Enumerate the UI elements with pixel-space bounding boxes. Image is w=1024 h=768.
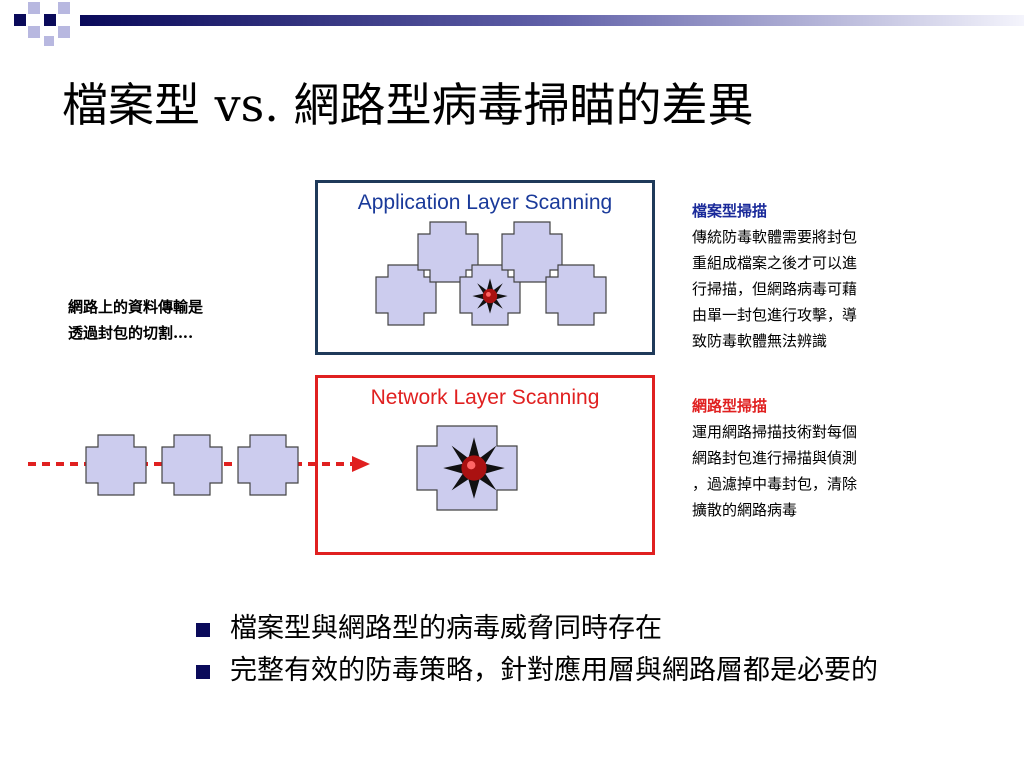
network-layer-label: Network Layer Scanning: [370, 386, 600, 409]
deco-square-navy-2: [44, 14, 56, 26]
bullet-square-icon: [196, 665, 210, 679]
bullet-item: 完整有效的防毒策略，針對應用層與網路層都是必要的: [196, 652, 996, 690]
file-scan-heading: 檔案型掃描: [692, 202, 768, 220]
bullet-text: 檔案型與網路型的病毒威脅同時存在: [230, 613, 662, 644]
bullet-text: 完整有效的防毒策略，針對應用層與網路層都是必要的: [230, 655, 878, 686]
network-scan-line3: ，過濾掉中毒封包，清除: [692, 475, 858, 493]
page-title: 檔案型 vs. 網路型病毒掃瞄的差異: [62, 78, 754, 132]
flow-packet-2: [161, 434, 223, 496]
packet-note-line1: 網路上的資料傳輸是: [68, 298, 204, 316]
packet-note: 網路上的資料傳輸是 透過封包的切割….: [68, 294, 203, 346]
network-scan-line1: 運用網路掃描技術對每個: [692, 423, 858, 441]
network-scan-description: 網路型掃描 運用網路掃描技術對每個 網路封包進行掃描與偵測 ，過濾掉中毒封包，清…: [692, 393, 952, 523]
bullet-list: 檔案型與網路型的病毒威脅同時存在 完整有效的防毒策略，針對應用層與網路層都是必要…: [196, 610, 996, 694]
deco-square-lavender-1: [28, 2, 40, 14]
file-scan-line2: 重組成檔案之後才可以進: [692, 254, 858, 272]
deco-square-lavender-5: [44, 36, 54, 46]
network-scan-line4: 擴散的網路病毒: [692, 501, 798, 519]
header-gradient-bar: [80, 15, 1024, 26]
file-scan-description: 檔案型掃描 傳統防毒軟體需要將封包 重組成檔案之後才可以進 行掃描，但網路病毒可…: [692, 198, 952, 354]
flow-packet-3: [237, 434, 299, 496]
network-scan-heading: 網路型掃描: [692, 397, 768, 415]
bullet-square-icon: [196, 623, 210, 637]
file-scan-line1: 傳統防毒軟體需要將封包: [692, 228, 858, 246]
network-scan-line2: 網路封包進行掃描與偵測: [692, 449, 858, 467]
deco-square-navy-1: [14, 14, 26, 26]
flow-packet-1: [85, 434, 147, 496]
deco-square-lavender-4: [58, 26, 70, 38]
file-scan-line3: 行掃描，但網路病毒可藉: [692, 280, 858, 298]
deco-square-lavender-2: [28, 26, 40, 38]
decorative-header: [14, 2, 1024, 46]
file-scan-line5: 致防毒軟體無法辨識: [692, 332, 828, 350]
deco-square-lavender-3: [58, 2, 70, 14]
packet-note-line2: 透過封包的切割….: [68, 324, 194, 342]
application-layer-label: Application Layer Scanning: [357, 191, 613, 214]
bullet-item: 檔案型與網路型的病毒威脅同時存在: [196, 610, 996, 648]
file-scan-line4: 由單一封包進行攻擊，導: [692, 306, 858, 324]
network-layer-box: Network Layer Scanning: [315, 375, 655, 555]
application-layer-box: Application Layer Scanning: [315, 180, 655, 355]
